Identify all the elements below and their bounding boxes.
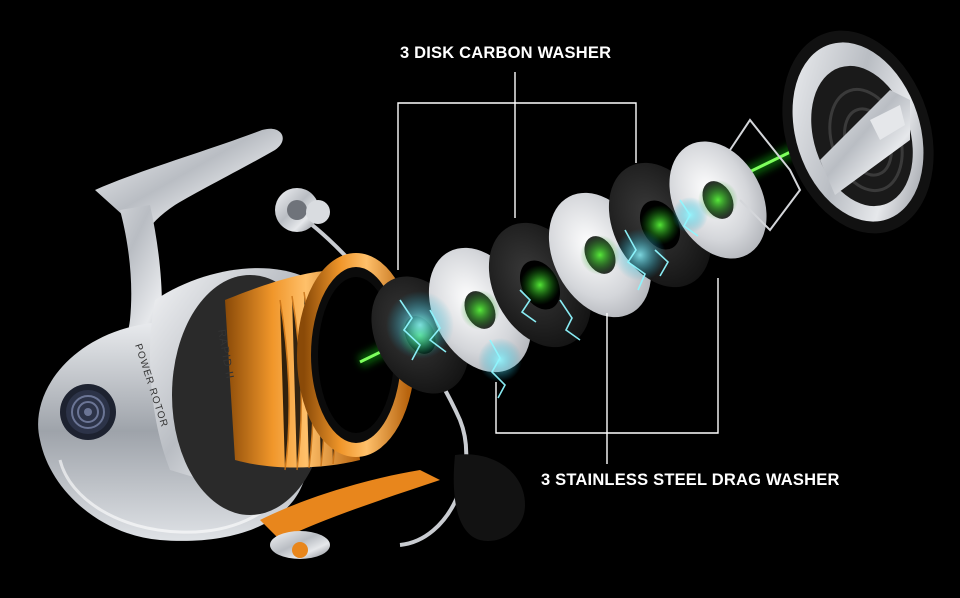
callout-lines xyxy=(397,72,719,464)
carbon-washer-label: 3 DISK CARBON WASHER xyxy=(400,44,612,62)
reel-spool: RAPID II xyxy=(172,253,415,515)
electric-arcs xyxy=(386,197,708,399)
washer-stack xyxy=(371,141,767,394)
steel-washer-label: 3 STAINLESS STEEL DRAG WASHER xyxy=(541,471,840,489)
drag-cap-assembly xyxy=(729,30,934,234)
